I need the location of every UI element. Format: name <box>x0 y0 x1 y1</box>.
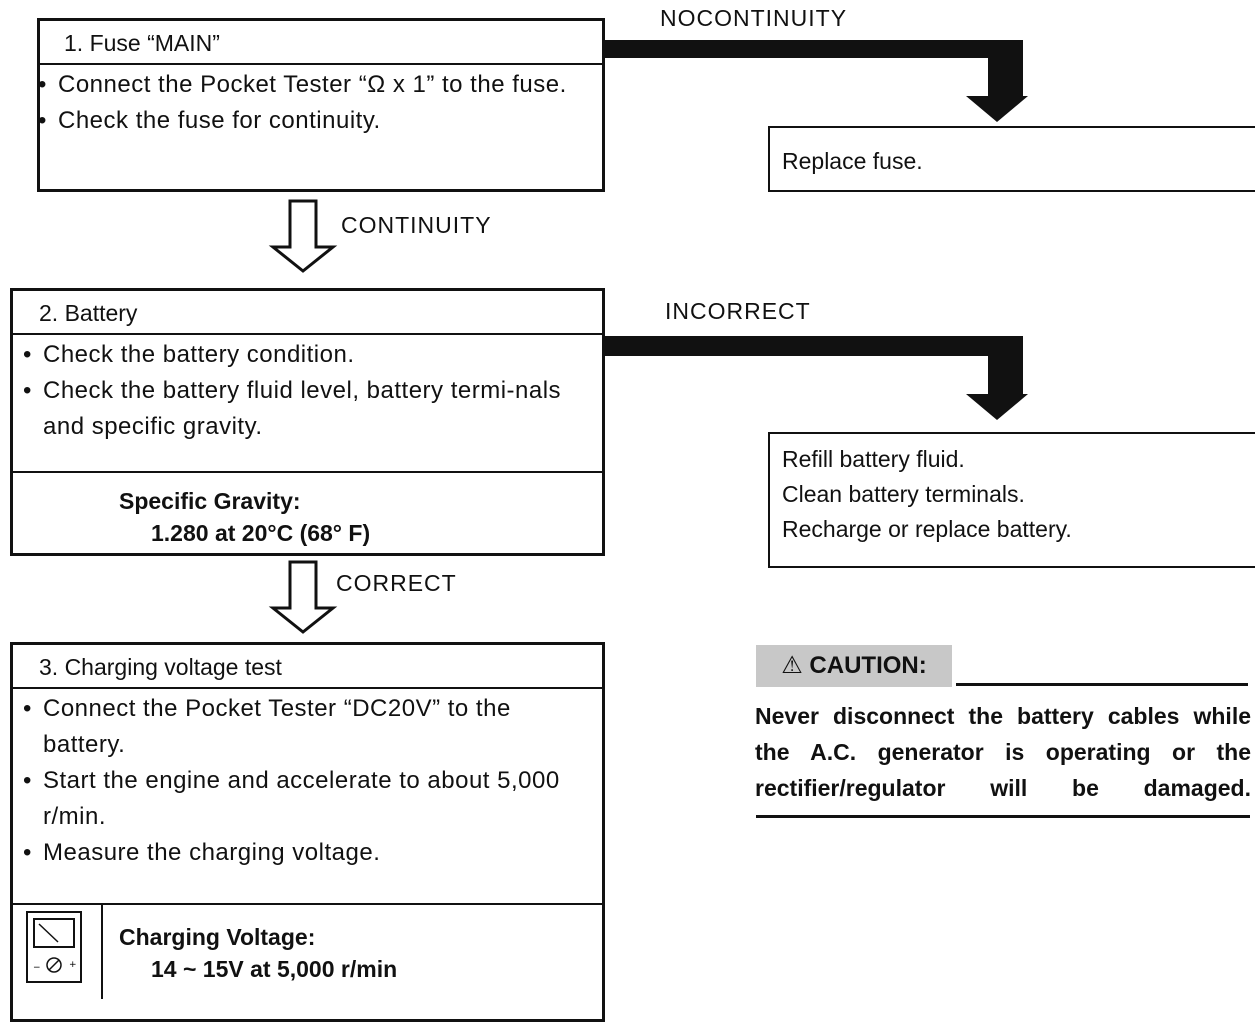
spec-label: Charging Voltage: <box>119 924 316 950</box>
incorrect-arrow <box>605 336 1028 420</box>
no-continuity-label: NOCONTINUITY <box>660 5 848 31</box>
svg-text:+: + <box>69 960 77 970</box>
correct-arrow <box>268 560 338 634</box>
step3-bullet: •Connect the Pocket Tester “DC20V” to th… <box>13 691 602 763</box>
result-line: Recharge or replace battery. <box>782 516 1072 542</box>
continuity-label: CONTINUITY <box>341 212 492 238</box>
bullet-dot: • <box>38 71 47 98</box>
bullet-dot: • <box>23 695 32 722</box>
spec-icon-cell <box>13 905 103 999</box>
result-battery: Refill battery fluid. Clean battery term… <box>768 432 1255 568</box>
step2-box: 2. Battery •Check the battery condition.… <box>10 288 605 556</box>
result-line: Clean battery terminals. <box>782 481 1025 507</box>
caution-top-rule <box>956 683 1248 686</box>
bullet-dot: • <box>23 839 32 866</box>
step3-spec: Charging Voltage: 14 ~ 15V at 5,000 r/mi… <box>13 903 602 999</box>
step1-box: 1. Fuse “MAIN” •Connect the Pocket Teste… <box>37 18 605 192</box>
no-continuity-arrow <box>605 40 1028 122</box>
bullet-dot: • <box>23 767 32 794</box>
step3-bullet: •Start the engine and accelerate to abou… <box>13 763 602 835</box>
incorrect-label: INCORRECT <box>665 298 811 324</box>
spec-text: Charging Voltage: 14 ~ 15V at 5,000 r/mi… <box>119 921 397 985</box>
step3-box: 3. Charging voltage test •Connect the Po… <box>10 642 605 1022</box>
spec-label: Specific Gravity: <box>119 488 301 514</box>
result-replace-fuse: Replace fuse. <box>768 126 1255 192</box>
step3-title: 3. Charging voltage test <box>13 645 602 689</box>
continuity-arrow <box>268 199 338 273</box>
result-line: Refill battery fluid. <box>782 446 965 472</box>
step1-title: 1. Fuse “MAIN” <box>40 21 602 65</box>
bullet-dot: • <box>23 377 32 404</box>
step2-bullet: •Check the battery condition. <box>13 337 602 373</box>
spec-value: 1.280 at 20°C (68° F) <box>151 520 371 546</box>
caution-text: Never disconnect the battery cables whil… <box>755 703 1251 801</box>
correct-label: CORRECT <box>336 570 457 596</box>
step2-spec: Specific Gravity: 1.280 at 20°C (68° F) <box>13 471 602 555</box>
bullet-dot: • <box>38 107 47 134</box>
step2-title: 2. Battery <box>13 291 602 335</box>
multimeter-icon: − + <box>26 911 82 983</box>
caution-bottom-rule <box>756 815 1250 818</box>
step3-body: •Connect the Pocket Tester “DC20V” to th… <box>13 689 602 903</box>
spec-value: 14 ~ 15V at 5,000 r/min <box>151 956 398 982</box>
step1-body: •Connect the Pocket Tester “Ω x 1” to th… <box>38 65 602 139</box>
svg-text:−: − <box>33 963 41 973</box>
step1-bullet: •Check the fuse for continuity. <box>28 103 590 139</box>
bullet-dot: • <box>23 341 32 368</box>
step2-bullet: •Check the battery fluid level, battery … <box>13 373 602 445</box>
step3-bullet: •Measure the charging voltage. <box>13 835 602 871</box>
step2-body: •Check the battery condition. •Check the… <box>13 335 602 471</box>
caution-badge: ⚠ CAUTION: <box>756 645 952 687</box>
result-line: Replace fuse. <box>782 148 923 174</box>
step1-bullet: •Connect the Pocket Tester “Ω x 1” to th… <box>28 67 590 103</box>
